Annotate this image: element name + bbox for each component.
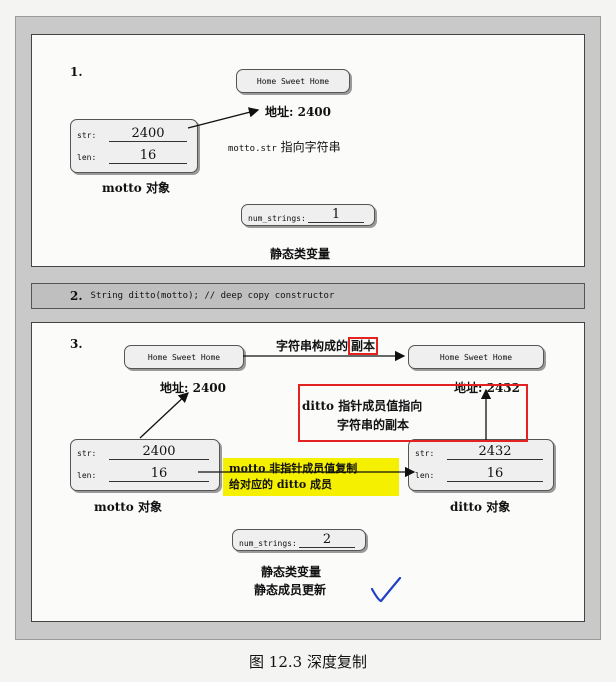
- address-left: 地址: 2400: [160, 381, 227, 395]
- len-key: len:: [415, 471, 435, 480]
- static-value: 1: [308, 208, 364, 223]
- static-updated-label: 静态成员更新: [254, 583, 327, 597]
- figure-caption: 图 12.3 深度复制: [249, 653, 367, 671]
- ditto-label: ditto 对象: [450, 500, 511, 514]
- panel-2-code-bar: 2. String ditto(motto); // deep copy con…: [31, 283, 585, 309]
- pointer-note-code: motto.str: [228, 144, 277, 154]
- motto-object-box: str: 2400 len: 16: [70, 119, 198, 173]
- str-row: str: 2432: [415, 442, 547, 462]
- str-key: str:: [77, 449, 97, 458]
- len-row: len: 16: [77, 464, 213, 484]
- panel-number: 2.: [70, 289, 83, 303]
- note-line-1: ditto 指针成员值指向: [302, 399, 423, 413]
- copy-title-boxed: 副本: [348, 337, 379, 355]
- str-value: 2432: [447, 445, 543, 460]
- len-value: 16: [109, 467, 209, 482]
- len-key: len:: [77, 471, 97, 480]
- static-var-box: num_strings: 2: [232, 529, 366, 551]
- str-key: str:: [415, 449, 435, 458]
- yellow-line-2: 给对应的 ditto 成员: [229, 478, 333, 491]
- len-key: len:: [77, 153, 97, 162]
- str-key: str:: [77, 131, 97, 140]
- static-var-box: num_strings: 1: [241, 204, 375, 226]
- str-row: str: 2400: [77, 124, 191, 144]
- object-label: motto 对象: [102, 181, 170, 195]
- motto-object-box: str: 2400 len: 16: [70, 439, 220, 491]
- static-label: 静态类变量: [270, 247, 331, 261]
- annotation-red-box: [298, 384, 528, 442]
- copy-title-prefix: 字符串构成的: [276, 339, 349, 353]
- static-value: 2: [299, 533, 355, 548]
- copy-title: 字符串构成的副本: [276, 337, 379, 355]
- pointer-arrow-motto: [139, 392, 189, 439]
- note-line-2: 字符串的副本: [337, 418, 410, 432]
- pointer-note: motto.str 指向字符串: [228, 138, 341, 155]
- address-label: 地址: 2400: [265, 105, 332, 119]
- pointer-arrow-panel1: [187, 107, 260, 129]
- panel-number: 1.: [70, 65, 83, 79]
- string-box: Home Sweet Home: [236, 69, 350, 93]
- len-value: 16: [109, 149, 187, 164]
- len-value: 16: [447, 467, 543, 482]
- pointer-note-text: 指向字符串: [276, 140, 341, 154]
- panel-1: 1. Home Sweet Home 地址: 2400 str: 2400 le…: [31, 34, 585, 267]
- str-value: 2400: [109, 445, 209, 460]
- str-value: 2400: [109, 127, 187, 142]
- code-line: String ditto(motto); // deep copy constr…: [90, 291, 335, 301]
- string-box-original: Home Sweet Home: [124, 345, 244, 369]
- len-row: len: 16: [77, 146, 191, 166]
- static-label: 静态类变量: [261, 565, 322, 579]
- check-mark: [370, 576, 402, 603]
- static-key: num_strings:: [248, 214, 306, 223]
- static-key: num_strings:: [239, 539, 297, 548]
- motto-label: motto 对象: [94, 500, 162, 514]
- str-row: str: 2400: [77, 442, 213, 462]
- string-box-copy: Home Sweet Home: [408, 345, 544, 369]
- len-row: len: 16: [415, 464, 547, 484]
- panel-number: 3.: [70, 337, 83, 351]
- ditto-object-box: str: 2432 len: 16: [408, 439, 554, 491]
